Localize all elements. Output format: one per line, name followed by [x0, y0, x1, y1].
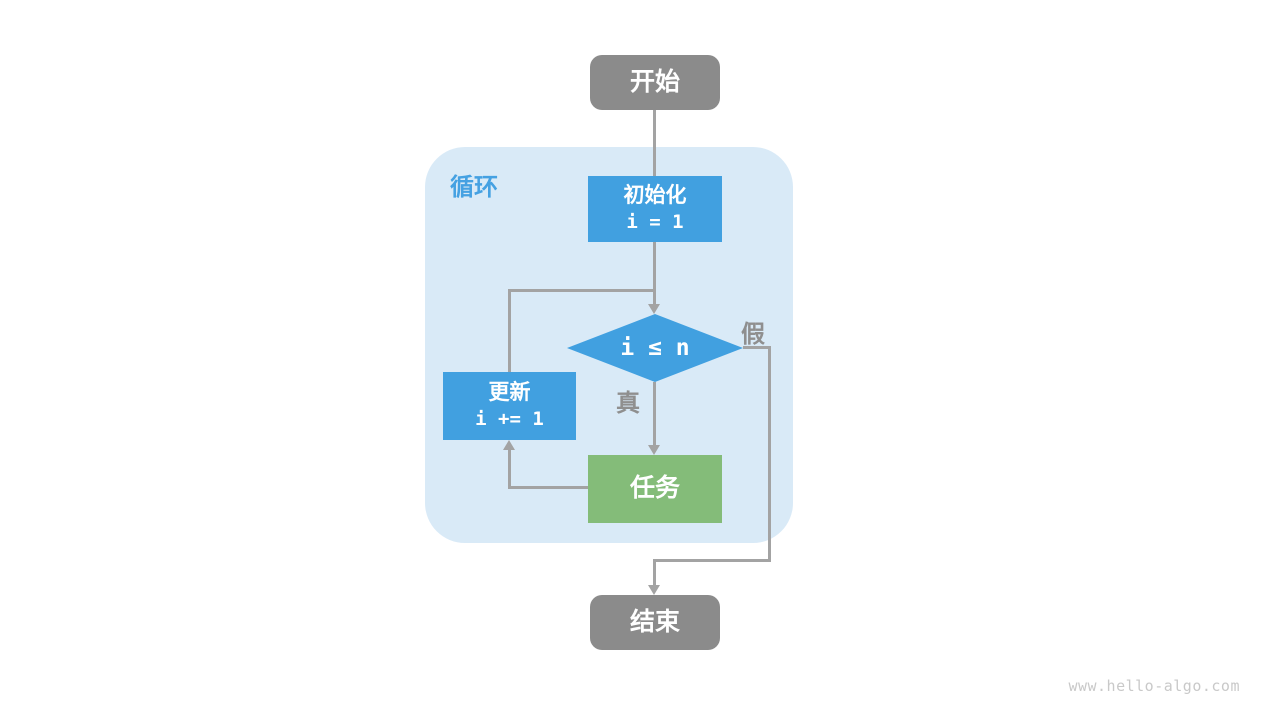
node-update-code: i += 1 — [475, 408, 544, 431]
edge-task-to-update-horizontal — [509, 486, 588, 489]
node-end-label: 结束 — [629, 607, 680, 636]
node-task: 任务 — [588, 455, 722, 523]
edge-into-end — [653, 559, 656, 585]
branch-label-true: 真 — [616, 390, 640, 417]
edge-start-to-init — [653, 110, 656, 176]
edge-condition-to-task — [653, 382, 656, 445]
node-start: 开始 — [590, 55, 720, 110]
branch-label-false: 假 — [741, 321, 765, 348]
edge-task-to-update-vertical — [508, 450, 511, 489]
node-init-code: i = 1 — [626, 211, 684, 234]
edge-false-horizontal-in — [653, 559, 771, 562]
node-end: 结束 — [590, 595, 720, 650]
arrowhead-into-condition — [648, 304, 660, 314]
arrowhead-into-end — [648, 585, 660, 595]
node-init-title: 初始化 — [623, 184, 687, 207]
arrowhead-into-task — [648, 445, 660, 455]
arrowhead-into-update — [503, 440, 515, 450]
edge-false-horizontal-out — [743, 346, 770, 349]
node-task-label: 任务 — [629, 474, 680, 503]
node-start-label: 开始 — [629, 67, 680, 96]
watermark: www.hello-algo.com — [1068, 677, 1240, 695]
edge-loopback-horizontal — [508, 289, 656, 292]
node-init: 初始化 i = 1 — [588, 176, 722, 242]
node-update: 更新 i += 1 — [443, 372, 576, 440]
edge-init-to-condition — [653, 242, 656, 305]
edge-false-vertical — [768, 346, 771, 562]
node-condition-code: i ≤ n — [620, 335, 690, 361]
edge-loopback-vertical — [508, 289, 511, 372]
node-update-title: 更新 — [488, 381, 531, 404]
loop-region-label: 循环 — [450, 174, 498, 201]
